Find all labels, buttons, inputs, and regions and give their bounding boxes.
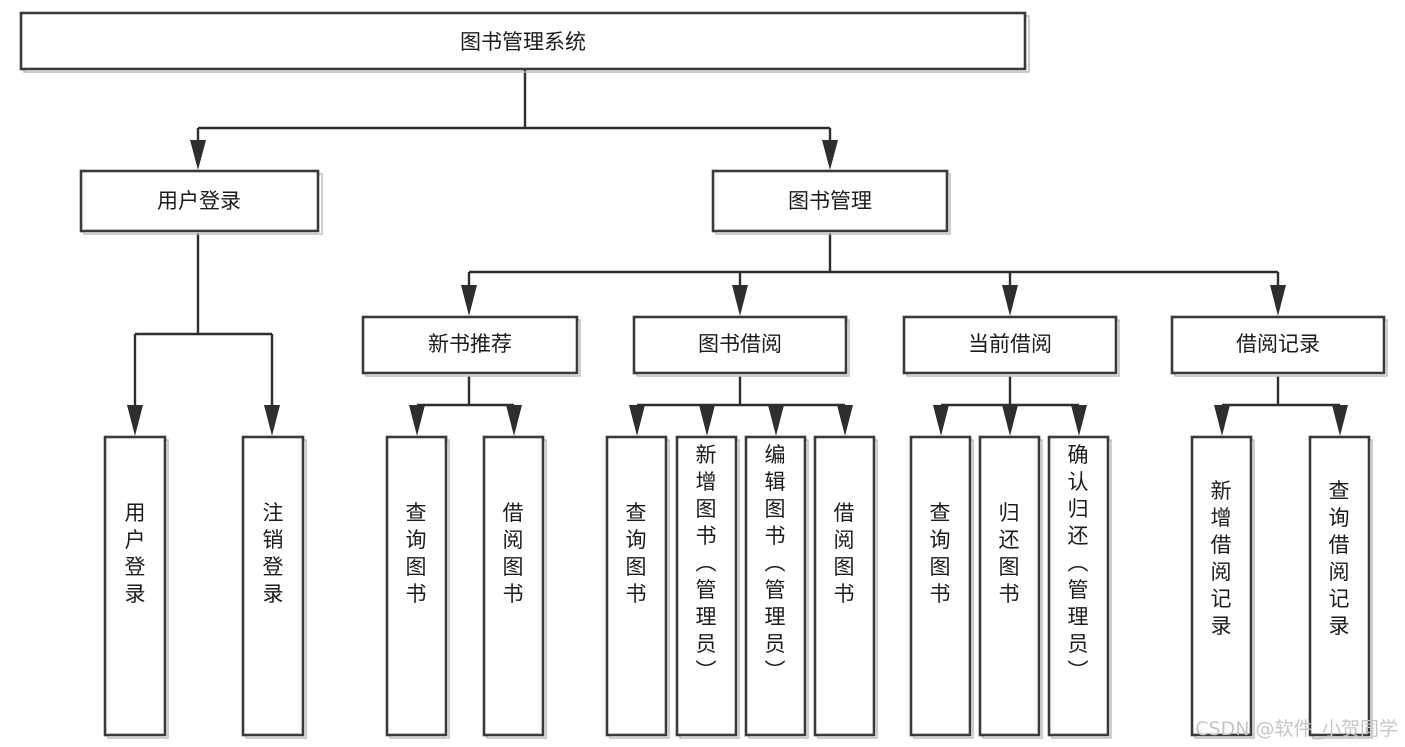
arrow-head-leaf-add-book xyxy=(699,405,715,436)
leaf-node-group: 用户登录 注销登录 查询图书 借阅图书 查询图书 xyxy=(103,435,1373,739)
node-root[interactable]: 图书管理系统 xyxy=(19,11,1030,73)
leaf-query-borrow-record[interactable]: 查询借阅记录 xyxy=(1308,435,1373,739)
leaf-query-book-newbook-label: 查询图书 xyxy=(406,501,427,606)
leaf-edit-book-admin[interactable]: 编辑图书︵管理员︶ xyxy=(744,435,809,739)
arrow-head-new-book-rec xyxy=(461,285,477,316)
leaf-query-borrow-record-label: 查询借阅记录 xyxy=(1329,479,1350,638)
connector-layer xyxy=(127,69,1348,436)
node-user-login-label: 用户登录 xyxy=(157,189,241,213)
arrow-head-leaf-query-book-1 xyxy=(409,405,425,436)
leaf-borrow-book-newbook-label: 借阅图书 xyxy=(503,501,524,606)
arrow-head-leaf-user-login xyxy=(127,405,143,436)
leaf-add-borrow-record[interactable]: 新增借阅记录 xyxy=(1190,435,1255,739)
arrow-head-book-mgmt xyxy=(822,140,838,170)
node-book-borrow[interactable]: 图书借阅 xyxy=(632,315,850,377)
leaf-query-book-newbook[interactable]: 查询图书 xyxy=(385,435,450,739)
node-root-label: 图书管理系统 xyxy=(460,30,586,54)
leaf-logout-label: 注销登录 xyxy=(263,501,284,606)
leaf-borrow-book-borrow[interactable]: 借阅图书 xyxy=(813,435,878,739)
node-borrow-record[interactable]: 借阅记录 xyxy=(1170,315,1388,377)
arrow-head-current-borrow xyxy=(1002,285,1018,316)
leaf-return-book[interactable]: 归还图书 xyxy=(978,435,1043,739)
leaf-query-book-current[interactable]: 查询图书 xyxy=(909,435,974,739)
node-current-borrow-label: 当前借阅 xyxy=(968,332,1052,356)
leaf-return-book-label: 归还图书 xyxy=(999,501,1020,606)
node-book-management[interactable]: 图书管理 xyxy=(711,169,951,235)
node-book-borrow-label: 图书借阅 xyxy=(698,332,782,356)
leaf-user-login[interactable]: 用户登录 xyxy=(103,435,169,739)
node-current-borrow[interactable]: 当前借阅 xyxy=(902,315,1120,377)
arrow-head-leaf-query-book-2 xyxy=(629,405,645,436)
arrow-head-leaf-borrow-book-1 xyxy=(506,405,522,436)
arrow-head-user-login xyxy=(190,140,206,170)
leaf-logout[interactable]: 注销登录 xyxy=(241,435,307,739)
leaf-confirm-return-admin-label: 确认归还︵管理员︶ xyxy=(1068,443,1089,683)
arrow-head-borrow-record xyxy=(1270,285,1286,316)
leaf-add-book-admin-label: 新增图书︵管理员︶ xyxy=(696,443,717,683)
node-borrow-record-label: 借阅记录 xyxy=(1236,332,1320,356)
leaf-query-book-current-label: 查询图书 xyxy=(930,501,951,606)
leaf-add-borrow-record-label: 新增借阅记录 xyxy=(1211,479,1232,638)
leaf-borrow-book-newbook[interactable]: 借阅图书 xyxy=(482,435,547,739)
arrow-head-book-borrow xyxy=(732,285,748,316)
arrow-head-leaf-confirm-return xyxy=(1071,405,1087,436)
arrow-head-leaf-logout xyxy=(264,405,280,436)
leaf-confirm-return-admin[interactable]: 确认归还︵管理员︶ xyxy=(1047,435,1112,739)
leaf-edit-book-admin-label: 编辑图书︵管理员︶ xyxy=(765,443,786,683)
node-new-book-recommend-label: 新书推荐 xyxy=(428,332,512,356)
node-new-book-recommend[interactable]: 新书推荐 xyxy=(361,315,581,377)
leaf-query-book-borrow-label: 查询图书 xyxy=(626,501,647,606)
leaf-add-book-admin[interactable]: 新增图书︵管理员︶ xyxy=(675,435,740,739)
node-book-management-label: 图书管理 xyxy=(788,189,872,213)
arrow-head-leaf-query-record xyxy=(1332,405,1348,436)
leaf-query-book-borrow[interactable]: 查询图书 xyxy=(605,435,670,739)
arrow-head-leaf-return-book xyxy=(1002,405,1018,436)
arrow-head-leaf-edit-book xyxy=(768,405,784,436)
leaf-user-login-label: 用户登录 xyxy=(125,501,146,606)
csdn-watermark: CSDN @软件_小贺同学 xyxy=(1195,718,1398,740)
arrow-head-leaf-borrow-book-2 xyxy=(837,405,853,436)
node-user-login[interactable]: 用户登录 xyxy=(79,169,323,235)
leaf-borrow-book-borrow-label: 借阅图书 xyxy=(834,501,855,606)
arrow-head-leaf-add-record xyxy=(1214,405,1230,436)
arrow-head-leaf-query-book-3 xyxy=(933,405,949,436)
